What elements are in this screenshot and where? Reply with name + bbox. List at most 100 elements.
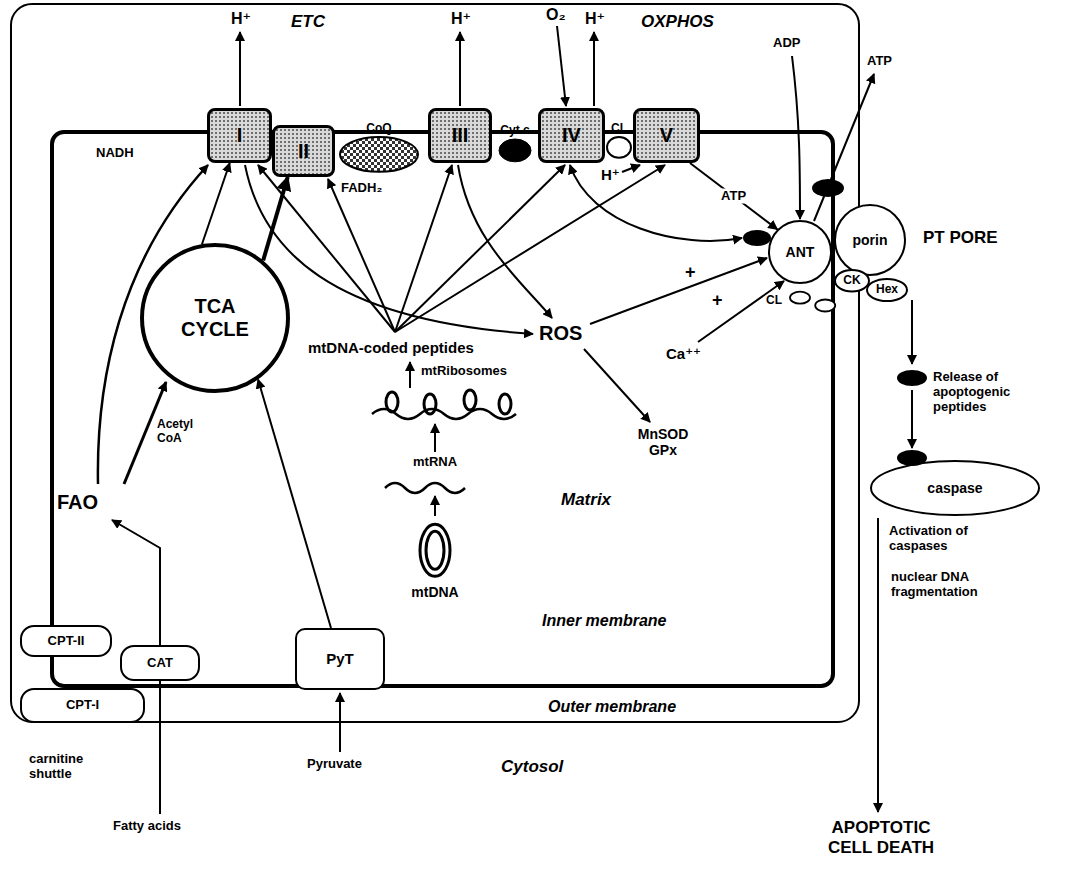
apoptogenic-peptide: [743, 230, 771, 246]
ros-pore-arrow: [590, 258, 767, 324]
caspase-ellipse: caspase: [870, 460, 1040, 516]
shape-outline: [420, 524, 450, 576]
edge-label: ATP: [720, 189, 747, 204]
transporter-box: PyT: [295, 628, 385, 690]
peptide-arrow: [395, 165, 452, 332]
hexokinase: Hex: [866, 278, 908, 302]
node-label: V: [660, 124, 673, 147]
shuttle-label: carnitine shuttle: [28, 752, 110, 782]
shape-outline: [426, 531, 444, 569]
shape-outline: [142, 245, 288, 391]
apoptogenic-peptide: [812, 179, 844, 197]
calcium-label: Ca⁺⁺: [665, 345, 702, 362]
shape-outline: [835, 270, 869, 292]
node-label: CK: [843, 274, 860, 288]
node-label: CPT-II: [48, 634, 85, 649]
complex-box: V: [633, 108, 700, 163]
ribosome-symbol: [386, 392, 398, 412]
flow-connector: [258, 380, 331, 629]
process-label: nuclear DNA fragmentation: [890, 570, 1012, 600]
oxygen-label: O₂: [545, 6, 567, 24]
node-label: mtDNA: [411, 585, 458, 600]
porin-circle: porin: [834, 204, 906, 276]
proton-arrow: [459, 32, 461, 106]
flow-connector: [202, 163, 230, 244]
node-label: Cyt c: [500, 124, 529, 137]
shape-outline: [871, 461, 1039, 515]
rna-label: mtRNA: [412, 455, 458, 470]
ros-label: ROS: [538, 322, 583, 345]
flow-connector: [263, 177, 288, 261]
enzyme-label: MnSOD GPx: [626, 426, 700, 458]
peptide-arrow: [395, 165, 665, 332]
transporter-box: CPT-I: [20, 688, 145, 723]
metabolite-label: Fatty acids: [112, 819, 182, 834]
metabolite-label: ATP: [866, 54, 893, 69]
proton-arrow: [622, 165, 640, 172]
metabolite-label: Acetyl CoA: [156, 418, 206, 446]
complex-label: PT PORE: [922, 228, 999, 248]
shape-outline: [867, 279, 907, 301]
proton-label: H⁺: [450, 10, 472, 28]
atp-arrow: [814, 74, 874, 221]
proton-arrow: [239, 32, 241, 106]
proton-label: H⁺: [230, 10, 252, 28]
pathway-label: FAO: [56, 491, 99, 514]
ribosome-symbol: [499, 394, 511, 414]
node-label: I: [237, 124, 243, 147]
node-label: II: [298, 140, 309, 163]
oxygen-arrow: [557, 26, 566, 106]
ribosome-symbol: [424, 394, 436, 414]
shape-outline: [815, 299, 835, 311]
outer-membrane: Outer membraneInner membraneTCA CYCLEmtD…: [10, 3, 860, 723]
node-label: CPT-I: [66, 698, 99, 713]
complex-box: IV: [538, 108, 605, 163]
calcium-arrow: [698, 281, 784, 342]
release-arrow: [911, 300, 913, 364]
complex-box: I: [207, 108, 272, 163]
coenzyme-q: CoQ: [338, 122, 420, 174]
transcription-arrow: [434, 496, 436, 516]
ros-arrow: [458, 165, 552, 318]
compartment-label: Matrix: [560, 490, 612, 510]
translation-arrow: [409, 362, 411, 388]
proton-label: H⁺: [584, 10, 606, 28]
complex-box: III: [428, 108, 492, 163]
apoptogenic-peptide: [897, 370, 927, 386]
compartment-label: Cytosol: [500, 757, 564, 777]
ribosome-label: mtRibosomes: [420, 364, 508, 379]
shape-outline: [835, 205, 905, 275]
transporter-box: CAT: [120, 645, 200, 681]
creatine-kinase: CK: [834, 269, 870, 293]
process-label: Release of apoptogenic peptides: [932, 370, 1066, 415]
cytochrome-arrow: [570, 165, 742, 241]
node-label: caspase: [927, 480, 982, 496]
peptide-arrow: [395, 165, 565, 332]
node-label: TCA CYCLE: [175, 295, 255, 341]
node-label: porin: [853, 232, 888, 248]
node-label: CL: [766, 294, 782, 307]
shape-outline: [769, 221, 831, 283]
peptide-arrow: [258, 165, 395, 332]
shape-outline: [790, 292, 810, 304]
node-label: PyT: [326, 650, 354, 667]
shape-outline: [340, 137, 418, 172]
inner-membrane: Inner membraneTCA CYCLEmtDNA: [50, 130, 835, 688]
flow-connector: [690, 163, 777, 229]
metabolite-label: FADH₂: [340, 181, 383, 196]
detox-arrow: [584, 349, 650, 422]
metabolite-label: NADH: [95, 146, 135, 161]
cardiolipin-outline: [782, 287, 842, 315]
node-label: CAT: [147, 656, 173, 671]
plus-sign: +: [684, 262, 697, 283]
peptide-label: mtDNA-coded peptides: [307, 339, 475, 356]
outcome-label: APOPTOTIC CELL DEATH: [815, 818, 947, 857]
death-arrow: [877, 518, 879, 812]
cardiolipin-outline: [605, 135, 633, 160]
cardiolipin: CL: [605, 122, 633, 160]
adp-arrow: [792, 56, 800, 219]
cytochrome-c-outline: [494, 137, 536, 164]
node-label: CoQ: [366, 122, 391, 135]
